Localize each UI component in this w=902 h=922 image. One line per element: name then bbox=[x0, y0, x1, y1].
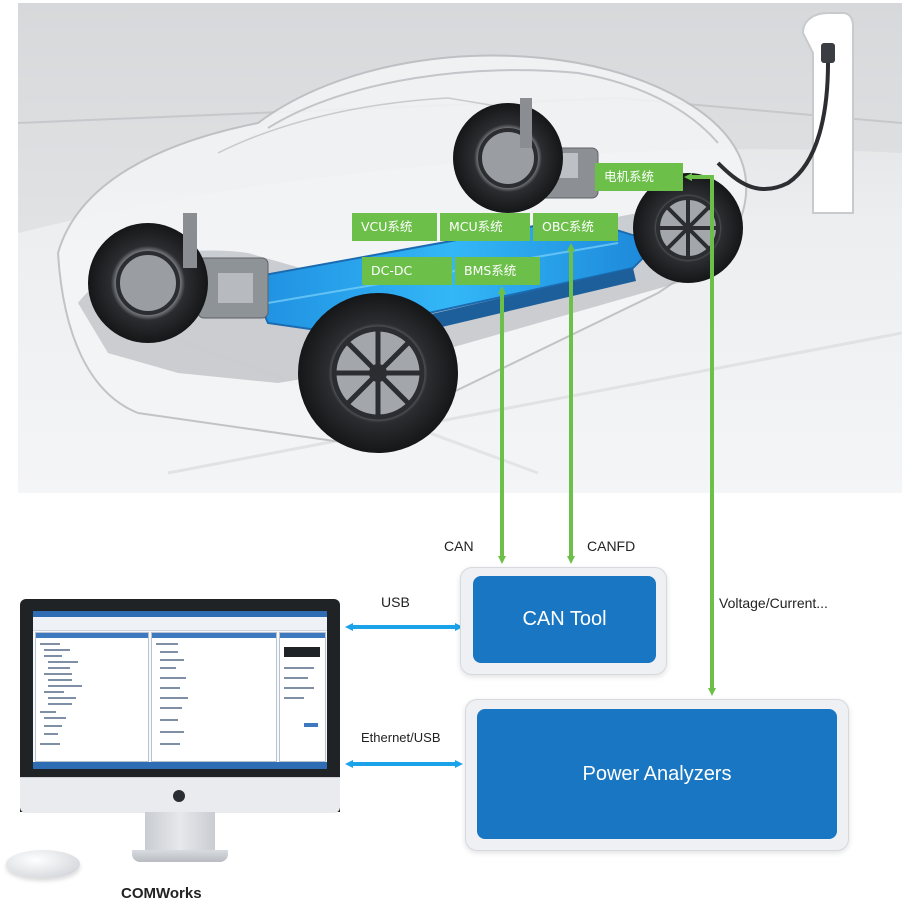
voltage-current-label: Voltage/Current... bbox=[719, 595, 828, 611]
ethernet-usb-label: Ethernet/USB bbox=[361, 730, 441, 745]
monitor-screen bbox=[33, 611, 327, 769]
vcu-system-tag: VCU系统 bbox=[352, 213, 437, 241]
screen-right-panel bbox=[279, 632, 326, 762]
can-tool-box: CAN Tool bbox=[473, 576, 656, 663]
monitor-base bbox=[132, 850, 228, 862]
usb-label: USB bbox=[381, 594, 410, 610]
obc-system-tag: OBC系统 bbox=[533, 213, 618, 241]
mcu-system-tag: MCU系统 bbox=[440, 213, 530, 241]
computer-label: COMWorks bbox=[121, 885, 202, 902]
screen-left-panel bbox=[35, 632, 149, 762]
monitor-chin bbox=[20, 777, 340, 813]
monitor-stand bbox=[145, 812, 215, 852]
screen-toolbar bbox=[33, 617, 327, 631]
can-tool-label: CAN Tool bbox=[522, 608, 607, 630]
mouse-icon bbox=[6, 850, 80, 878]
can-label: CAN bbox=[444, 538, 474, 554]
power-analyzers-label: Power Analyzers bbox=[582, 762, 732, 785]
dcdc-system-tag: DC-DC bbox=[362, 257, 452, 285]
screen-titlebar bbox=[33, 611, 327, 617]
motor-system-tag: 电机系统 bbox=[595, 163, 683, 191]
vehicle-illustration bbox=[18, 3, 902, 493]
bms-system-tag: BMS系统 bbox=[455, 257, 540, 285]
screen-statusbar bbox=[33, 762, 327, 769]
camera-icon bbox=[173, 790, 185, 802]
canfd-label: CANFD bbox=[587, 538, 636, 554]
screen-middle-panel bbox=[151, 632, 277, 762]
power-analyzers-box: Power Analyzers bbox=[477, 709, 837, 839]
